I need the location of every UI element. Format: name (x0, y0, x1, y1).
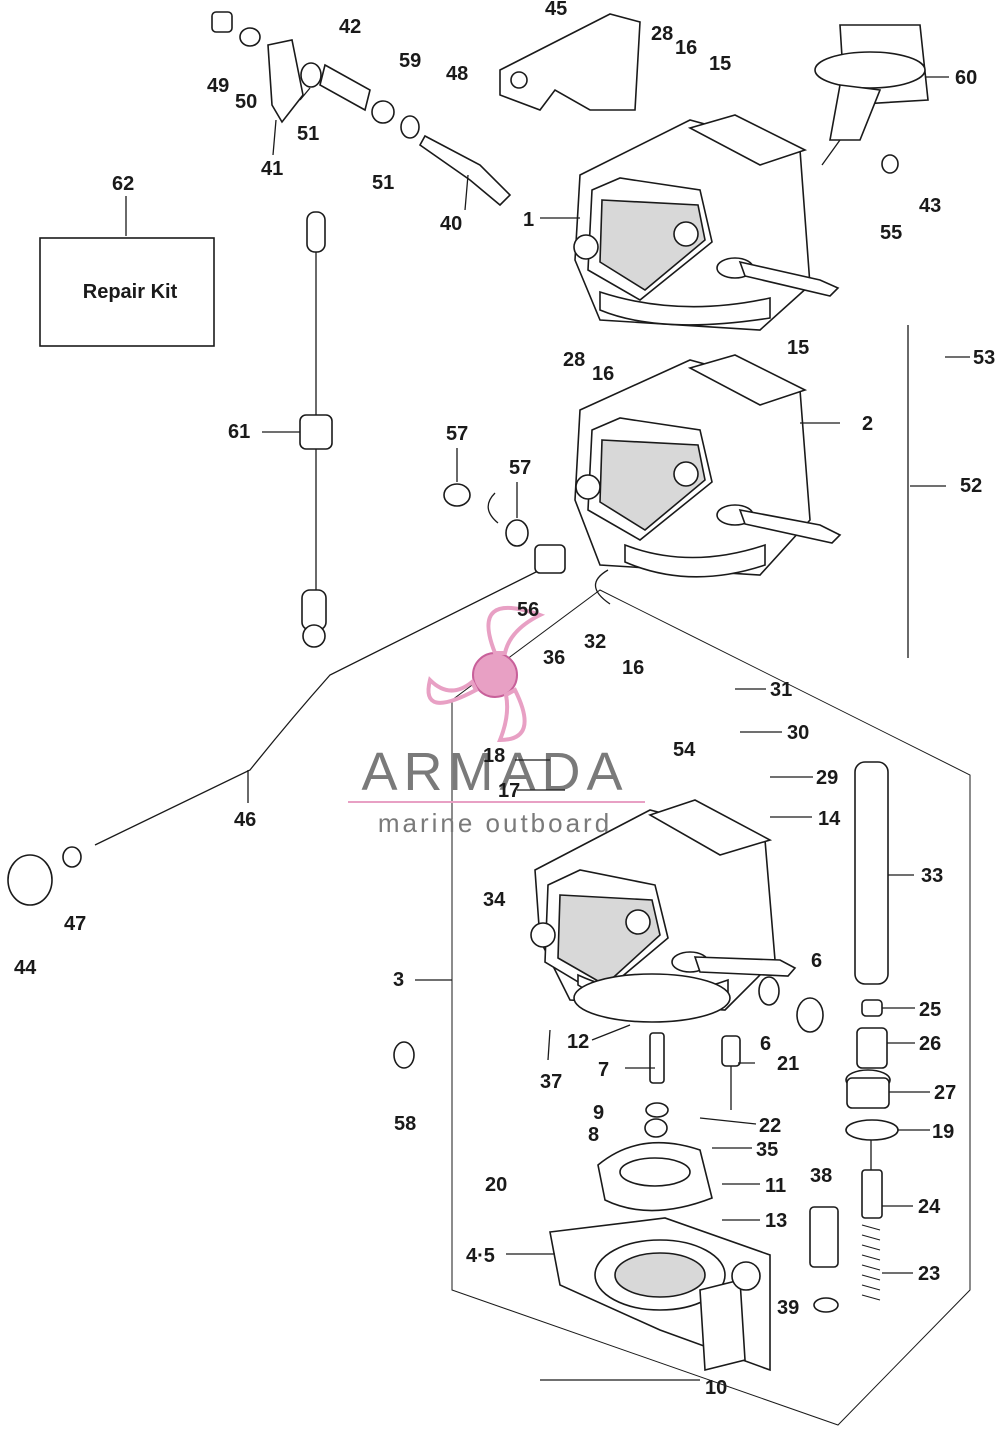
callout: 51 (372, 172, 394, 194)
callout: 34 (483, 889, 506, 911)
throttle-rod-46 (94, 569, 541, 846)
callout: 54 (673, 739, 696, 761)
watermark-tagline: marine outboard (378, 808, 612, 838)
float-bowl (549, 1217, 771, 1372)
cap-60 (814, 24, 929, 166)
callout: 60 (955, 67, 977, 89)
callout: 45 (545, 0, 567, 20)
callout: 20 (485, 1174, 507, 1196)
callout: 18 (483, 745, 505, 767)
callout: 39 (777, 1297, 799, 1319)
callout: 37 (540, 1071, 562, 1093)
callout: 3 (393, 969, 404, 991)
callout: 32 (584, 631, 606, 653)
top-left-hardware (211, 11, 512, 207)
callout: 57 (509, 457, 531, 479)
callout: 62 (112, 173, 134, 195)
small-parts (7, 154, 899, 1313)
linkage-rod-61 (299, 211, 333, 648)
callout: 21 (777, 1053, 799, 1075)
float (597, 1141, 713, 1212)
callout: 49 (207, 75, 229, 97)
carburetor-2 (574, 354, 842, 578)
callout: 29 (816, 767, 838, 789)
callout: 10 (705, 1377, 727, 1399)
callout: 56 (517, 599, 539, 621)
callout: 15 (787, 337, 809, 359)
callout: 6 (760, 1033, 771, 1055)
rod-end-46 (534, 544, 566, 574)
tube-33 (854, 761, 889, 985)
repair-kit-label: Repair Kit (83, 281, 178, 303)
callout: 7 (598, 1059, 609, 1081)
callout: 1 (523, 209, 534, 231)
callout: 41 (261, 158, 283, 180)
callout: 15 (709, 53, 731, 75)
callout: 42 (339, 16, 361, 38)
callout: 57 (446, 423, 468, 445)
callout: 4·5 (466, 1245, 495, 1267)
callout: 33 (921, 865, 943, 887)
callout: 38 (810, 1165, 832, 1187)
callout: 23 (918, 1263, 940, 1285)
watermark-brand: ARMADA (361, 742, 628, 802)
callout: 28 (563, 349, 585, 371)
callout: 61 (228, 421, 250, 443)
callout: 8 (588, 1124, 599, 1146)
callout: 28 (651, 23, 673, 45)
callout: 19 (932, 1121, 954, 1143)
callout: 9 (593, 1102, 604, 1124)
callout: 14 (818, 808, 841, 830)
callout: 48 (446, 63, 468, 85)
callout: 13 (765, 1210, 787, 1232)
carburetor-1 (573, 114, 840, 331)
watermark: ARMADA marine outboard (348, 605, 645, 838)
callout: 51 (297, 123, 319, 145)
repair-kit-box: Repair Kit (39, 196, 215, 347)
callout: 59 (399, 50, 421, 72)
callout: 40 (440, 213, 462, 235)
callout: 43 (919, 195, 941, 217)
callout: 31 (770, 679, 792, 701)
callout: 26 (919, 1033, 941, 1055)
callout: 27 (934, 1082, 956, 1104)
callout: 22 (759, 1115, 781, 1137)
callout: 17 (498, 780, 520, 802)
callout: 46 (234, 809, 256, 831)
callout: 35 (756, 1139, 778, 1161)
callout: 36 (543, 647, 565, 669)
jet-stack (845, 999, 899, 1301)
callout: 16 (592, 363, 614, 385)
callout: 16 (622, 657, 644, 679)
gasket-12 (573, 973, 731, 1023)
callout: 30 (787, 722, 809, 744)
callout: 11 (765, 1175, 786, 1197)
callout: 25 (919, 999, 941, 1021)
callout: 2 (862, 413, 873, 435)
callout-leaders (247, 76, 970, 1381)
callout: 47 (64, 913, 86, 935)
callout-numbers: 1 2 3 4·5 6 6 7 8 9 10 11 12 13 14 15 15… (14, 0, 995, 1399)
bracket-45 (499, 13, 641, 111)
callout: 52 (960, 475, 982, 497)
callout: 16 (675, 37, 697, 59)
callout: 50 (235, 91, 257, 113)
callout: 6 (811, 950, 822, 972)
callout: 24 (918, 1196, 941, 1218)
callout: 53 (973, 347, 995, 369)
callout: 58 (394, 1113, 416, 1135)
carburetor-3-body (530, 799, 797, 1013)
callout: 12 (567, 1031, 589, 1053)
callout: 55 (880, 222, 902, 244)
carburetor-3-kit-outline (451, 589, 971, 1426)
callout: 44 (14, 957, 37, 979)
